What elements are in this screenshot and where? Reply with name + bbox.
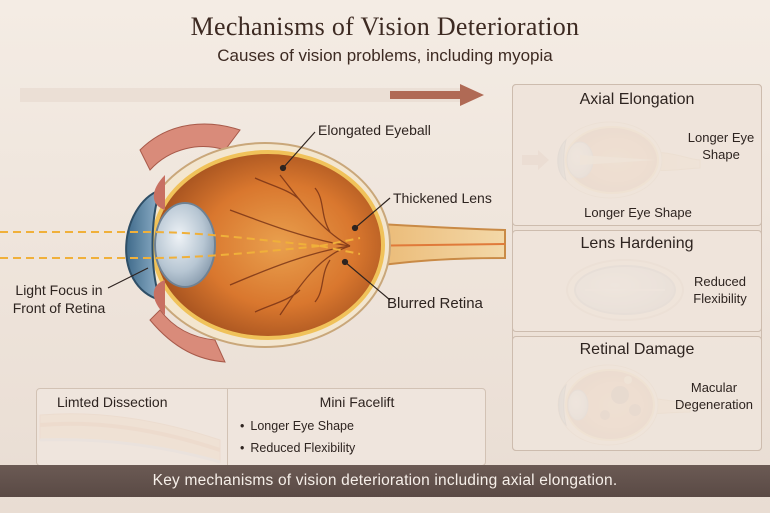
page-subtitle: Causes of vision problems, including myo…: [217, 46, 553, 65]
bullet-item: Longer Eye Shape: [240, 415, 355, 437]
panel-retinal-label-right: Macular Degeneration: [674, 380, 754, 412]
bottom-right-panel: Mini Facelift Longer Eye Shape Reduced F…: [227, 389, 486, 465]
bottom-left-title: Limted Dissection: [57, 394, 168, 410]
panel-lens-label-right: Reduced Flexibility: [693, 274, 747, 306]
bottom-right-title: Mini Facelift: [319, 394, 395, 410]
panel-axial-title: Axial Elongation: [579, 91, 695, 108]
page-title: Mechanisms of Vision Deterioration: [190, 12, 580, 41]
label-elongated-eyeball: Elongated Eyeball: [318, 122, 431, 138]
label-blurred-retina: Blurred Retina: [387, 295, 483, 312]
panel-retinal-damage: Retinal Damage Macular Degeneration: [512, 336, 762, 451]
caption-bar: Key mechanisms of vision deterioration i…: [0, 465, 770, 497]
bottom-info-box: Limted Dissection Mini Facelift Longer E…: [36, 388, 486, 466]
panel-lens-hardening: Lens Hardening Reduced Flexibility: [512, 230, 762, 332]
bottom-bullet-list: Longer Eye Shape Reduced Flexibility: [240, 415, 355, 459]
panel-retinal-title: Retinal Damage: [579, 341, 695, 358]
panel-axial-elongation: Axial Elongation Longer Eye Shape Longer…: [512, 84, 762, 226]
panel-axial-label-bottom: Longer Eye Shape: [584, 205, 692, 220]
label-light-focus: Light Focus in Front of Retina: [12, 282, 106, 316]
bullet-item: Reduced Flexibility: [240, 437, 355, 459]
panel-lens-title: Lens Hardening: [580, 235, 694, 252]
thickened-lens-shape: [154, 202, 216, 288]
panel-axial-label-right: Longer Eye Shape: [687, 130, 755, 162]
top-arrow: [390, 84, 484, 106]
label-thickened-lens: Thickened Lens: [393, 190, 492, 206]
